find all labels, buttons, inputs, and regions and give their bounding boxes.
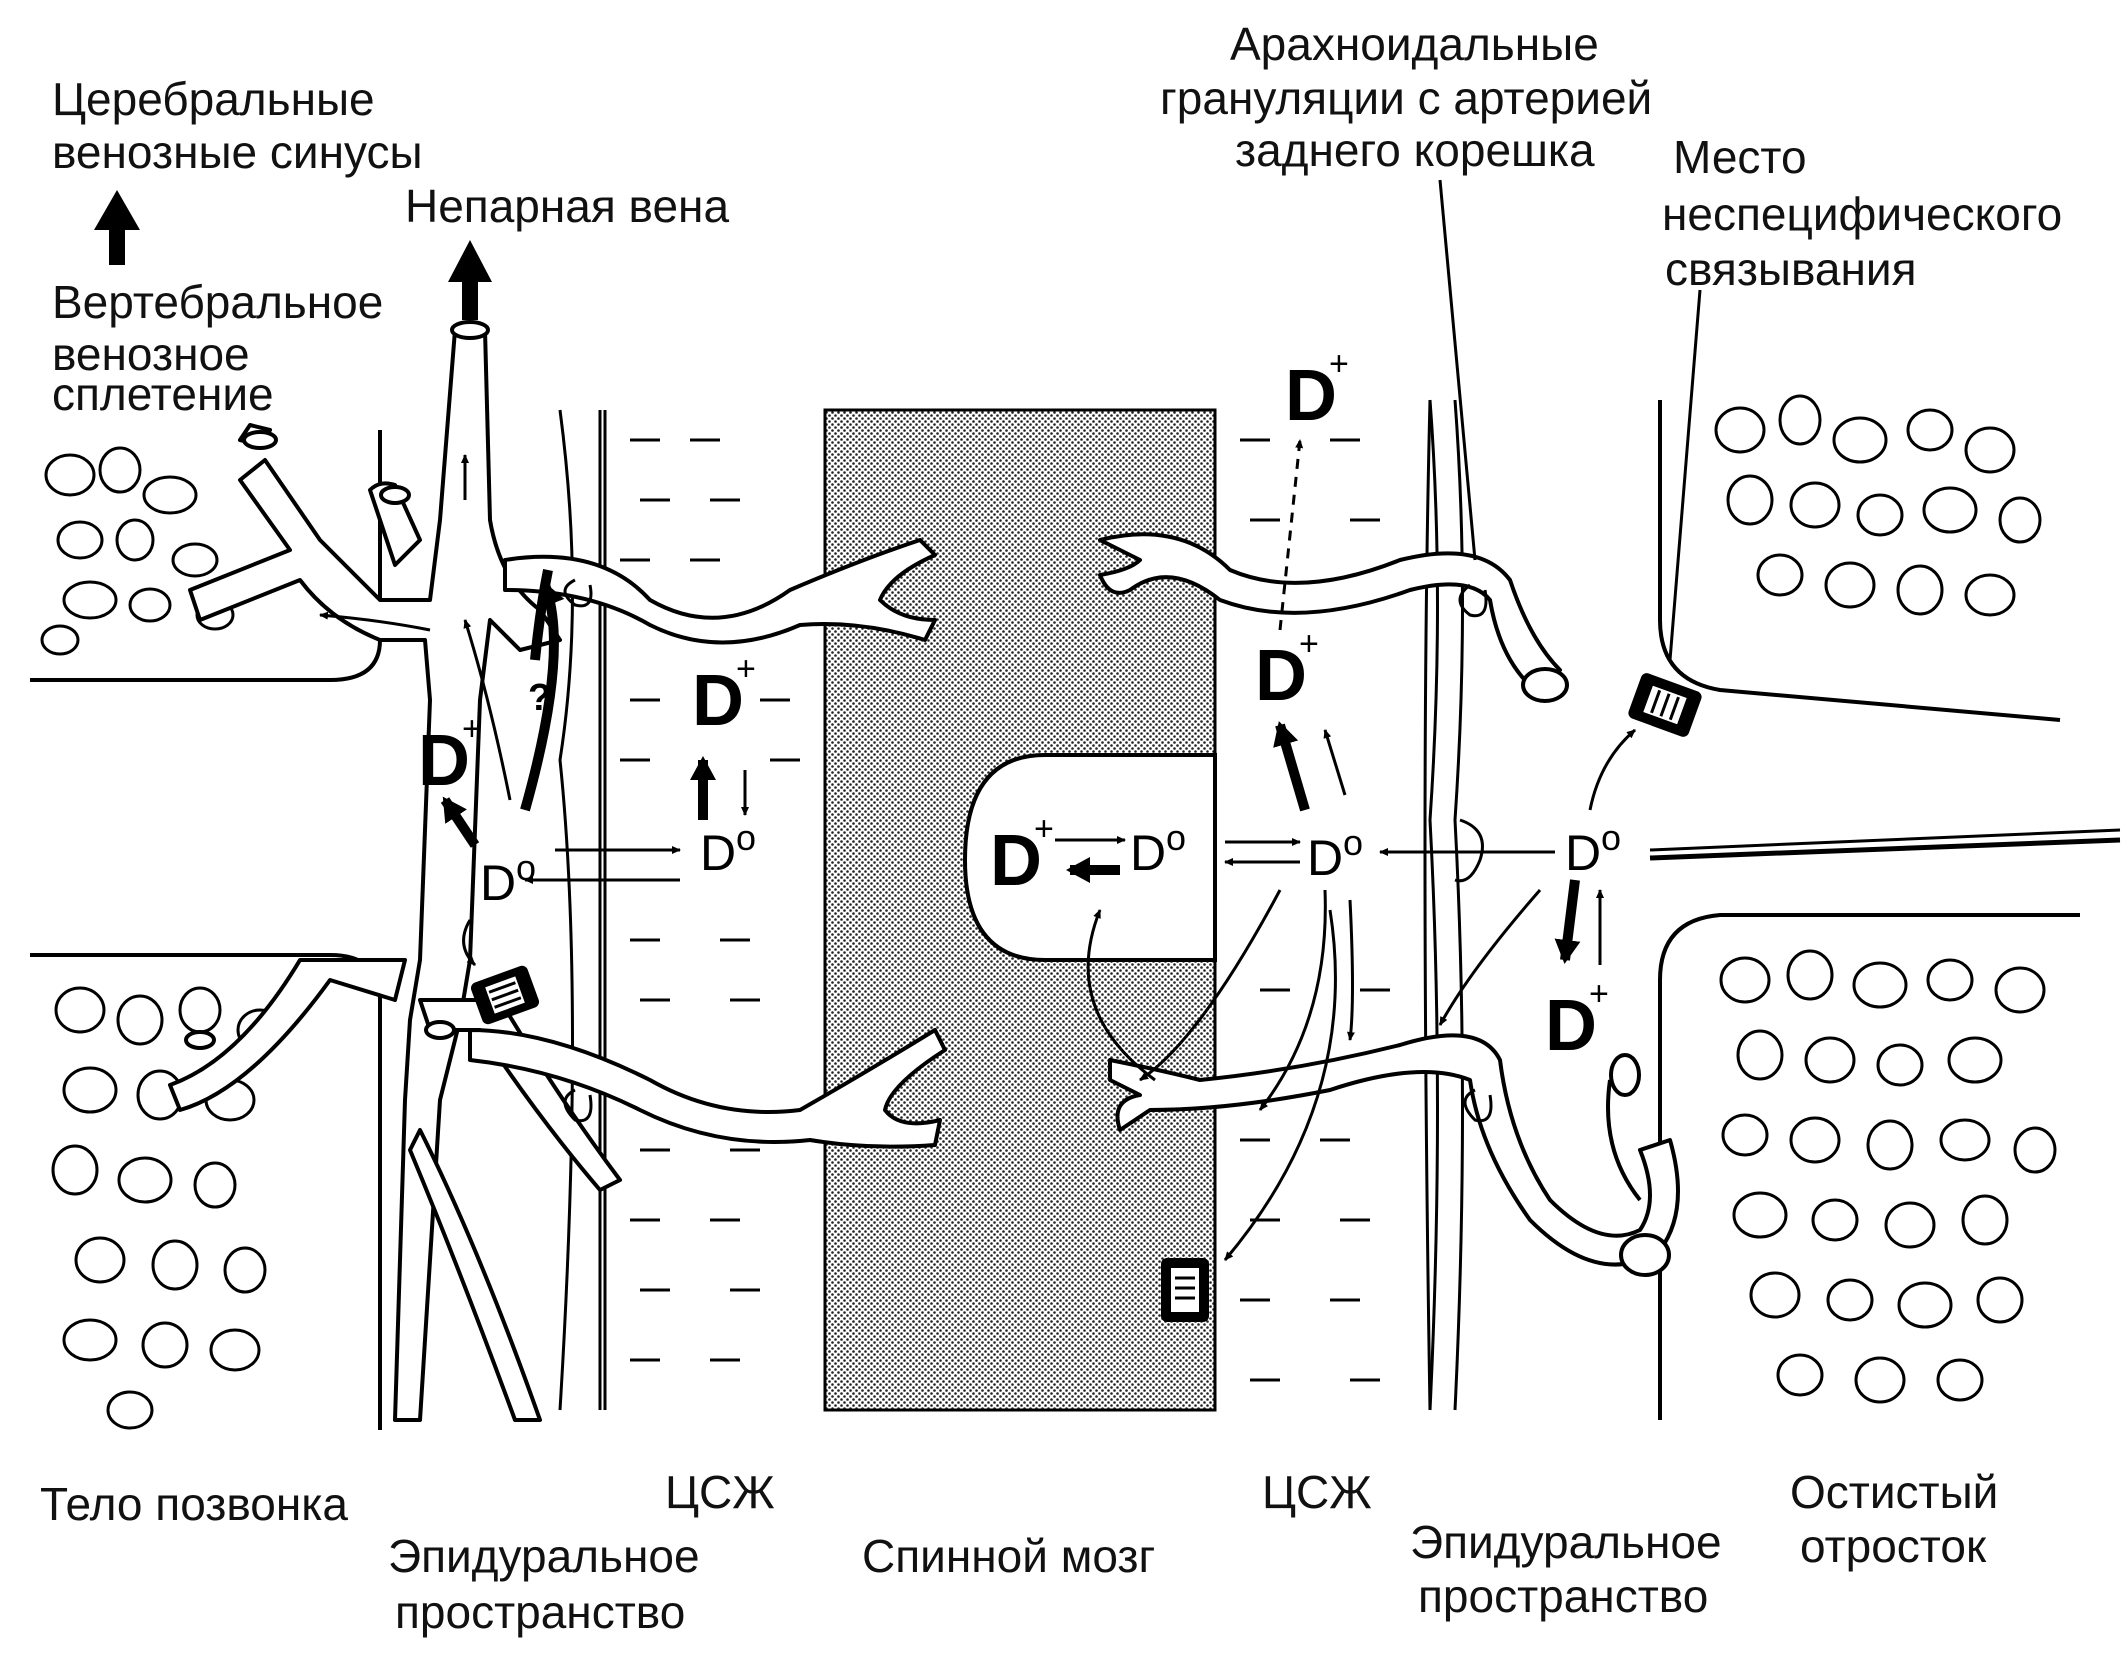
zero-sign: o [516,847,536,888]
binding-site-icon-left [470,965,540,1025]
label-csf-right: ЦСЖ [1262,1466,1372,1518]
label-cerebral-sinuses-1: Церебральные [52,73,375,125]
plus-sign: + [1299,625,1319,663]
d-letter: D [418,721,470,801]
csf-dashes-left [620,438,800,1362]
label-cerebral-sinuses-2: венозные синусы [52,126,423,178]
d-letter: D [1130,825,1166,881]
dashed-arrows [1278,439,1304,631]
symbol-d-zero-left: D o [480,847,536,911]
vessel-upper-left [503,538,937,645]
binding-site-icon-center [1161,1258,1209,1322]
vessel-upper-right [1098,532,1569,703]
label-vertebral-plexus-2: венозное [52,328,250,380]
spinal-cord-white-notch [962,753,1217,962]
cancellous-bone-texture-lower-right [1719,949,2057,1404]
label-arachnoid-1: Арахноидальные [1230,18,1599,70]
zero-sign: o [736,817,756,858]
d-letter: D [1545,986,1597,1066]
d-letter: D [480,855,516,911]
leader-lines [1438,179,2121,861]
cancellous-bone-texture-upper-right [1714,394,2042,617]
vein-stubs [184,320,490,1050]
plus-sign: + [1329,345,1349,383]
dura-membranes [558,399,1464,1411]
question-mark: ? [528,677,551,719]
vessel-lower-left [468,1028,947,1149]
plus-sign: + [1589,975,1609,1013]
d-letter: D [1285,356,1337,436]
plus-sign: + [1034,810,1054,848]
spinous-process-bone [1658,400,2080,1420]
zero-sign: o [1166,817,1186,858]
d-letter: D [990,821,1042,901]
symbol-d-plus-top-right: D + [1285,345,1349,436]
label-csf-left: ЦСЖ [665,1466,775,1518]
vertebral-venous-plexus [168,328,622,1422]
zero-sign: o [1343,822,1363,863]
label-epidural-right-1: Эпидуральное [1410,1516,1722,1568]
label-nonspecific-1: Место [1673,131,1807,183]
small-vessel-loops [563,578,1493,1123]
label-arachnoid-2: грануляции с артерией [1160,72,1652,124]
label-vertebral-plexus-3: сплетение [52,368,274,420]
label-spinous-2: отросток [1800,1520,1987,1572]
label-nonspecific-2: неспецифического [1662,188,2062,240]
symbol-d-zero-csf-right: D o [1307,822,1363,886]
symbol-d-plus-left: D + [418,710,482,801]
vessel-lower-right [1108,1033,1680,1277]
label-vertebral-body: Тело позвонка [40,1478,348,1530]
symbol-d-plus-epidural-right: D + [1545,975,1609,1066]
label-epidural-left-2: пространство [395,1586,685,1638]
label-epidural-left-1: Эпидуральное [388,1530,700,1582]
binding-site-icon-right [1628,673,1702,737]
thick-arrow-upper [530,569,553,661]
d-letter: D [692,661,744,741]
label-arachnoid-3: заднего корешка [1235,124,1595,176]
d-letter: D [1307,830,1343,886]
arrow-up-cerebral [94,190,140,265]
d-letter: D [1565,825,1601,881]
label-spinal-cord: Спинной мозг [862,1530,1155,1582]
zero-sign: o [1601,817,1621,858]
symbol-d-plus-csf-left: D + [692,650,756,741]
cancellous-bone-texture-upper-left [40,446,235,656]
thick-arrows [440,581,1581,964]
symbol-d-plus-cord: D + [990,810,1054,901]
symbol-d-plus-csf-right: D + [1255,625,1319,716]
d-letter: D [700,825,736,881]
cancellous-bone-texture-lower-left [51,986,284,1430]
label-vertebral-plexus-1: Вертебральное [52,276,383,328]
arrow-up-azygos [448,240,492,320]
label-azygos-vein: Непарная вена [405,180,729,232]
label-nonspecific-3: связывания [1665,243,1917,295]
label-epidural-right-2: пространство [1418,1570,1708,1622]
symbol-d-zero-csf-left: D o [700,817,756,881]
thin-arrows [319,454,1636,1261]
plus-sign: + [462,710,482,748]
symbol-d-zero-epidural-right: D o [1565,817,1621,881]
plus-sign: + [736,650,756,688]
d-letter: D [1255,636,1307,716]
label-spinous-1: Остистый [1790,1466,1998,1518]
symbol-d-zero-cord: D o [1130,817,1186,881]
